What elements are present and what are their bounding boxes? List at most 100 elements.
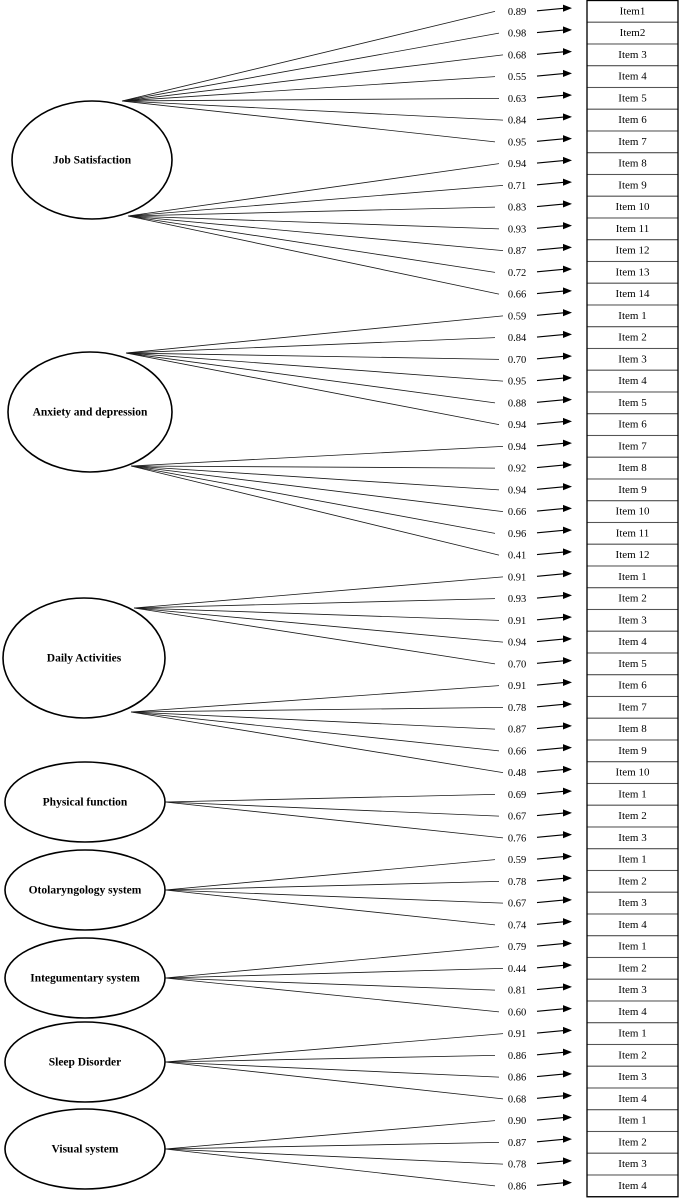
factor-loading-path (125, 352, 496, 404)
factor-loading-value: 0.66 (508, 290, 526, 301)
factor-loading-path (125, 352, 504, 382)
loading-arrow (536, 1048, 572, 1056)
factor-label: Anxiety and depression (33, 407, 148, 419)
factor-loading-value: 0.95 (508, 137, 526, 148)
indicator-box: Item 14 (586, 282, 679, 306)
factor-loading-path (164, 967, 504, 979)
indicator-box: Item 6 (586, 413, 679, 437)
indicator-box: Item2 (586, 21, 679, 45)
indicator-label: Item 1 (618, 310, 646, 322)
indicator-label: Item 1 (618, 788, 646, 800)
factor-loading-path (127, 215, 500, 230)
factor-loading-value: 0.55 (508, 72, 526, 83)
indicator-box: Item 3 (586, 43, 679, 67)
indicator-box: Item 1 (586, 848, 679, 872)
latent-factor: Otolaryngology system (4, 849, 166, 931)
factor-loading-path (121, 32, 500, 102)
factor-loading-value: 0.44 (508, 964, 527, 975)
indicator-box: Item 3 (586, 347, 679, 371)
loading-arrow (536, 396, 572, 404)
factor-loading-path (164, 1054, 496, 1063)
indicator-box: Item 7 (586, 434, 679, 458)
loading-arrow (536, 613, 572, 621)
factor-loading-value: 0.98 (508, 29, 526, 40)
indicator-box: Item 7 (586, 695, 679, 719)
loading-arrow (536, 657, 572, 665)
indicator-label: Item 5 (618, 658, 647, 670)
factor-loading-path (127, 206, 496, 217)
factor-ellipse (4, 849, 166, 931)
factor-loading-path (130, 706, 504, 713)
loading-arrow (536, 26, 572, 34)
factor-loading-value: 0.69 (508, 790, 526, 801)
factor-loading-value: 0.79 (508, 942, 526, 953)
factor-loading-path (133, 607, 496, 665)
factor-loading-value: 0.84 (508, 116, 527, 127)
indicator-box: Item 3 (586, 608, 679, 632)
indicator-box: Item 4 (586, 913, 679, 937)
factor-loading-value: 0.72 (508, 268, 526, 279)
loading-arrow (536, 1157, 572, 1165)
loading-arrow (536, 243, 572, 252)
loading-arrow (536, 918, 572, 926)
indicator-box: Item 2 (586, 587, 679, 611)
loading-arrow (536, 439, 572, 447)
indicator-label: Item 2 (618, 962, 646, 974)
loading-arrow (536, 287, 572, 295)
loading-arrow (536, 1005, 572, 1013)
factor-loading-path (121, 100, 496, 143)
indicator-label: Item 4 (618, 71, 647, 83)
loading-paths-layer (121, 10, 504, 1187)
indicator-box: Item 3 (586, 826, 679, 850)
factor-loading-path (121, 76, 496, 102)
factor-loading-value: 0.93 (508, 224, 526, 235)
indicator-box: Item 4 (586, 65, 679, 89)
factor-loading-value: 0.68 (508, 1094, 526, 1105)
indicator-label: Item 1 (618, 1028, 646, 1040)
factor-loading-path (121, 10, 496, 102)
loading-arrow (536, 983, 572, 991)
factor-ellipse (2, 597, 166, 719)
factor-loading-path (127, 215, 500, 295)
factor-ellipse (4, 761, 166, 843)
factor-loading-path (125, 337, 496, 354)
factor-loading-value: 0.96 (508, 529, 526, 540)
indicator-label: Item 3 (618, 984, 647, 996)
factor-loading-path (164, 1061, 500, 1078)
indicator-box: Item 12 (586, 543, 679, 567)
factor-ellipse (4, 1108, 166, 1190)
loading-arrow (536, 874, 572, 882)
factor-loading-value: 0.76 (508, 833, 526, 844)
indicator-label: Item 4 (618, 1180, 647, 1192)
indicator-label: Item 4 (618, 375, 647, 387)
indicator-box: Item 9 (586, 478, 679, 502)
factor-ellipse (11, 100, 173, 220)
loading-arrow (536, 635, 572, 643)
factor-loading-value: 0.70 (508, 355, 526, 366)
factor-loading-path (127, 215, 496, 273)
loading-arrow (536, 48, 572, 56)
factor-loading-value: 0.87 (508, 725, 526, 736)
indicator-box: Item 1 (586, 304, 679, 328)
indicator-box: Item 11 (586, 217, 679, 241)
factor-loading-value: 0.91 (508, 616, 526, 627)
factor-loading-path (130, 711, 504, 774)
factor-loading-path (125, 352, 500, 360)
indicator-label: Item 6 (618, 680, 647, 692)
factor-loading-value: 0.91 (508, 572, 526, 583)
factor-loading-value: 0.94 (508, 420, 527, 431)
loading-arrow (536, 265, 572, 273)
indicator-label: Item 14 (616, 288, 650, 300)
factor-loading-path (130, 711, 500, 752)
loading-arrow (536, 678, 572, 687)
factor-loading-path (164, 1033, 504, 1063)
indicator-label: Item 3 (618, 49, 647, 61)
indicator-box: Item 9 (586, 739, 679, 763)
factor-loading-value: 0.83 (508, 203, 526, 214)
factor-loading-path (130, 445, 504, 467)
factor-loading-value: 0.87 (508, 246, 526, 257)
factor-loading-value: 0.66 (508, 507, 526, 518)
